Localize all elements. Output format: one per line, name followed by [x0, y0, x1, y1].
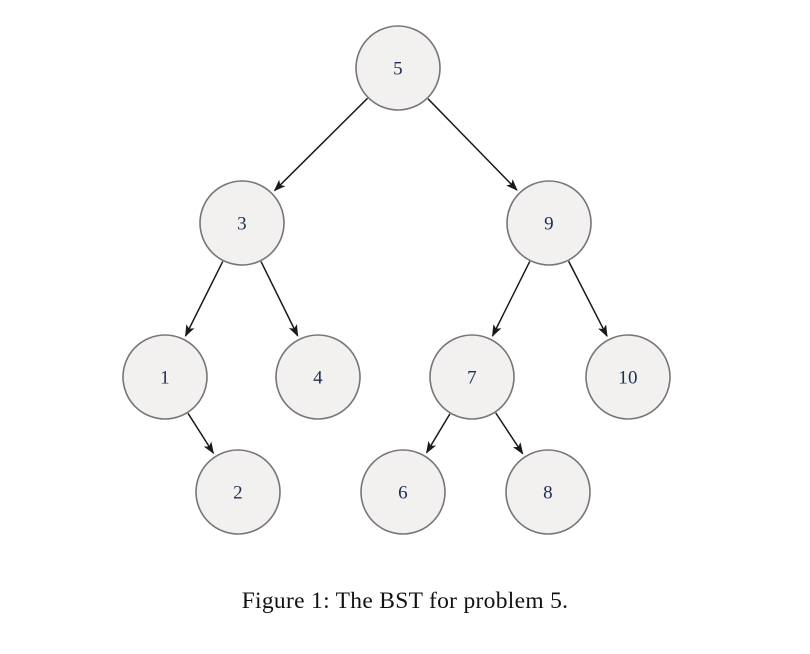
node-circle-8 [505, 449, 591, 535]
node-circle-5 [355, 25, 441, 111]
tree-node-6: 6 [360, 449, 446, 535]
tree-edge-7-to-6 [426, 413, 451, 454]
tree-edge-5-to-3 [273, 97, 369, 192]
tree-node-7: 7 [429, 334, 515, 420]
tree-node-2: 2 [195, 449, 281, 535]
tree-node-8: 8 [505, 449, 591, 535]
tree-node-9: 9 [506, 180, 592, 266]
node-circle-6 [360, 449, 446, 535]
node-circle-2 [195, 449, 281, 535]
node-label-4: 4 [313, 368, 323, 389]
nodes-layer: 5 3 9 1 4 7 10 2 6 8 [122, 25, 671, 535]
tree-node-4: 4 [275, 334, 361, 420]
node-label-7: 7 [467, 368, 477, 389]
node-label-5: 5 [393, 59, 403, 80]
tree-edge-3-to-1 [184, 261, 224, 337]
tree-edge-1-to-2 [187, 412, 214, 455]
node-label-2: 2 [233, 483, 243, 504]
tree-node-3: 3 [199, 180, 285, 266]
node-circle-10 [585, 334, 671, 420]
node-label-9: 9 [544, 214, 554, 235]
tree-node-5: 5 [355, 25, 441, 111]
node-circle-3 [199, 180, 285, 266]
tree-edge-7-to-8 [495, 412, 524, 455]
tree-edge-9-to-7 [491, 261, 531, 337]
node-label-3: 3 [237, 214, 247, 235]
figure-caption: Figure 1: The BST for problem 5. [241, 588, 569, 614]
tree-edge-3-to-4 [260, 261, 299, 337]
node-circle-9 [506, 180, 592, 266]
tree-node-10: 10 [585, 334, 671, 420]
node-label-8: 8 [543, 483, 553, 504]
tree-edge-9-to-10 [567, 260, 608, 338]
node-circle-4 [275, 334, 361, 420]
tree-node-1: 1 [122, 334, 208, 420]
bst-figure: 5 3 9 1 4 7 10 2 6 8 [122, 25, 671, 535]
node-label-6: 6 [398, 483, 408, 504]
node-circle-7 [429, 334, 515, 420]
edges-layer [184, 97, 608, 455]
node-circle-1 [122, 334, 208, 420]
node-label-10: 10 [618, 368, 637, 389]
tree-edge-5-to-9 [427, 98, 518, 191]
node-label-1: 1 [160, 368, 170, 389]
bst-tree-graphic: 5 3 9 1 4 7 10 2 6 8 [122, 25, 671, 535]
